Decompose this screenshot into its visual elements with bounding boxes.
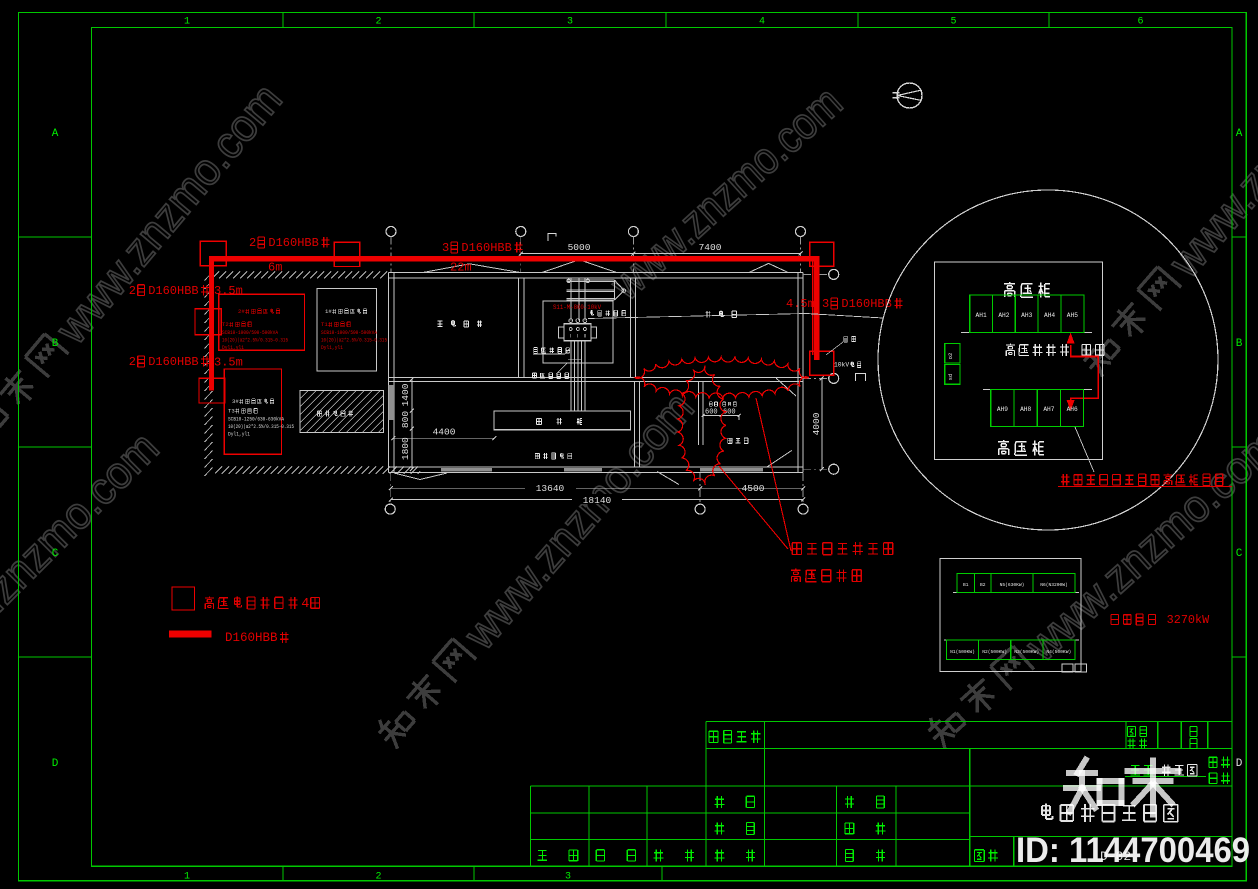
- svg-text:N2(500KW): N2(500KW): [982, 649, 1007, 655]
- svg-text:4: 4: [301, 597, 309, 612]
- svg-text:2: 2: [375, 872, 381, 883]
- svg-text:2: 2: [129, 284, 136, 298]
- svg-text:N3(500KW): N3(500KW): [1014, 649, 1039, 655]
- svg-text:3270kW: 3270kW: [1160, 613, 1210, 627]
- svg-text:AH6: AH6: [1067, 406, 1078, 413]
- svg-text:A: A: [52, 128, 59, 140]
- svg-text:D: D: [52, 758, 59, 770]
- svg-text:B2: B2: [980, 582, 986, 588]
- svg-text:Dyl1,yl1: Dyl1,yl1: [222, 344, 245, 351]
- svg-text:2: 2: [249, 236, 256, 250]
- svg-text:Dyl1,yl1: Dyl1,yl1: [321, 344, 344, 351]
- svg-text:22m: 22m: [450, 261, 472, 275]
- svg-text:1#: 1#: [325, 308, 332, 315]
- svg-text:2#: 2#: [238, 308, 245, 315]
- svg-text:1400: 1400: [400, 383, 411, 406]
- svg-text:S11-M-800-10kV: S11-M-800-10kV: [553, 304, 601, 311]
- svg-text:AH3: AH3: [1021, 312, 1032, 319]
- svg-text:600: 600: [705, 409, 718, 417]
- svg-text:4000: 4000: [811, 412, 822, 435]
- svg-text:13640: 13640: [536, 483, 565, 494]
- svg-text:N4(500KW): N4(500KW): [1046, 649, 1071, 655]
- svg-text:AH2: AH2: [998, 312, 1009, 319]
- svg-text:4: 4: [759, 17, 765, 28]
- svg-text:3#: 3#: [232, 398, 239, 405]
- svg-text:D160HBB: D160HBB: [225, 631, 278, 645]
- svg-text:D-02: D-02: [1100, 849, 1131, 864]
- svg-text:800: 800: [400, 411, 411, 428]
- svg-text:1: 1: [184, 872, 190, 883]
- svg-text:Dyl1,yl1: Dyl1,yl1: [228, 431, 251, 438]
- svg-text:www.znzmo.com: www.znzmo.com: [0, 422, 168, 686]
- svg-text:2: 2: [129, 355, 136, 369]
- svg-text:sd: sd: [947, 374, 954, 381]
- svg-text:www.znzmo.com: www.znzmo.com: [1015, 418, 1258, 672]
- svg-text:10(20)|a2*2.5%/0.315-0.315: 10(20)|a2*2.5%/0.315-0.315: [228, 423, 294, 430]
- svg-text:A: A: [1236, 128, 1243, 140]
- svg-text:4500: 4500: [742, 483, 765, 494]
- svg-text:T2: T2: [222, 321, 229, 328]
- svg-text:D160HBB: D160HBB: [148, 355, 198, 369]
- svg-text:3.5m: 3.5m: [214, 356, 243, 370]
- svg-text:B1: B1: [963, 582, 969, 588]
- svg-text:D160HBB: D160HBB: [841, 297, 891, 311]
- svg-text:D160HBB: D160HBB: [268, 236, 318, 250]
- svg-text:D160HBB: D160HBB: [148, 284, 198, 298]
- svg-text:10(20)|a2*2.5%/0.315-0.315: 10(20)|a2*2.5%/0.315-0.315: [222, 337, 288, 344]
- svg-text:AH8: AH8: [1020, 406, 1031, 413]
- svg-text:AH1: AH1: [976, 312, 987, 319]
- svg-text:3: 3: [442, 241, 449, 255]
- svg-text:2: 2: [375, 17, 381, 28]
- svg-text:SCB10-1250/630-630kVA: SCB10-1250/630-630kVA: [228, 415, 285, 422]
- svg-text:AH5: AH5: [1067, 312, 1078, 319]
- svg-text:10(20)|a2*2.5%/0.315-0.315: 10(20)|a2*2.5%/0.315-0.315: [321, 337, 387, 344]
- svg-text:C: C: [52, 548, 59, 560]
- svg-text:D160HBB: D160HBB: [461, 241, 511, 255]
- svg-text:4400: 4400: [433, 427, 456, 438]
- svg-text:AH4: AH4: [1044, 312, 1055, 319]
- svg-text:AH7: AH7: [1043, 406, 1054, 413]
- svg-text:18140: 18140: [583, 495, 612, 506]
- svg-text:SCB10-1000/500-500kVA: SCB10-1000/500-500kVA: [321, 329, 378, 336]
- svg-text:B: B: [52, 338, 59, 350]
- svg-text:T3: T3: [228, 408, 235, 415]
- svg-text:5000: 5000: [568, 242, 591, 253]
- svg-text:3: 3: [567, 17, 573, 28]
- svg-text:1800: 1800: [400, 437, 411, 460]
- svg-text:N1(500KW): N1(500KW): [950, 649, 975, 655]
- svg-text:ID: 1144700469: ID: 1144700469: [1016, 831, 1250, 870]
- svg-text:6m: 6m: [268, 261, 282, 275]
- svg-text:SCB10-1000/500-500kVA: SCB10-1000/500-500kVA: [222, 329, 279, 336]
- svg-text:5: 5: [950, 17, 956, 28]
- svg-text:N6(N3200W): N6(N3200W): [1040, 582, 1068, 588]
- svg-text:AH9: AH9: [997, 406, 1008, 413]
- svg-text:4.5m: 4.5m: [786, 297, 815, 311]
- svg-text:D: D: [1236, 758, 1243, 770]
- svg-text:o2: o2: [947, 353, 954, 360]
- svg-text:1: 1: [184, 17, 190, 28]
- svg-text:www.znzmo.com: www.znzmo.com: [600, 76, 852, 310]
- svg-text:6: 6: [1137, 17, 1143, 28]
- svg-text:www.znzmo.com: www.znzmo.com: [45, 74, 292, 354]
- svg-text:600: 600: [723, 409, 736, 417]
- svg-text:T1: T1: [321, 321, 328, 328]
- svg-text:B: B: [1236, 338, 1243, 350]
- svg-text:C: C: [1236, 548, 1243, 560]
- svg-text:7400: 7400: [699, 242, 722, 253]
- svg-text:3: 3: [822, 297, 829, 311]
- svg-text:10kV: 10kV: [834, 362, 849, 369]
- svg-text:3: 3: [565, 872, 571, 883]
- svg-text:N5(630KW): N5(630KW): [1000, 582, 1025, 588]
